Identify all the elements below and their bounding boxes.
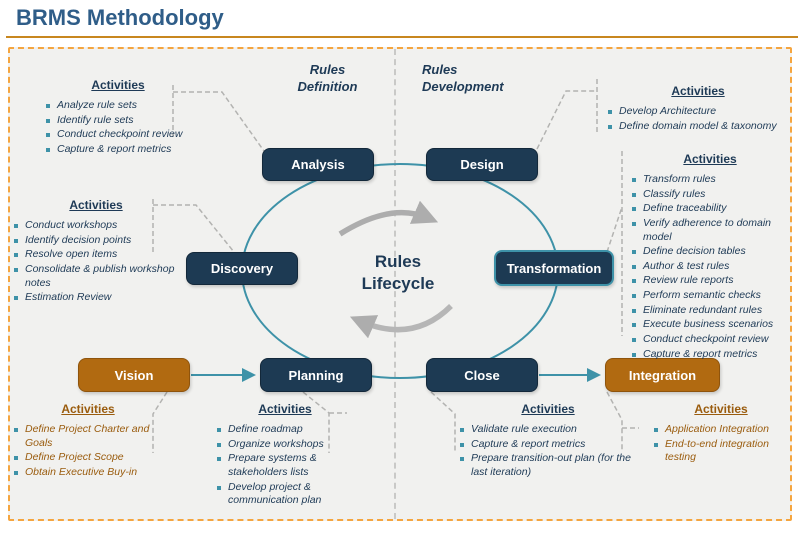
- phase-label: Discovery: [210, 261, 274, 276]
- activity-item: Define Project Scope: [12, 451, 164, 465]
- activities-header: Activities: [694, 402, 748, 416]
- activity-item: Verify adherence to domain model: [630, 217, 790, 244]
- activity-item: Conduct checkpoint review: [630, 333, 790, 347]
- label-rules-definition: Rules Definition: [297, 62, 358, 94]
- phase-label: Planning: [288, 367, 344, 383]
- activity-item: Define traceability: [630, 202, 790, 216]
- activity-item: Prepare systems & stakeholders lists: [215, 452, 355, 479]
- phase-box-integration: Integration: [605, 358, 720, 392]
- activities-header: Activities: [521, 402, 575, 416]
- activity-item: Prepare transition-out plan (for the las…: [458, 452, 638, 479]
- phase-label: Transformation: [506, 260, 602, 276]
- phase-box-close: Close: [426, 358, 538, 392]
- activity-item: Validate rule execution: [458, 423, 638, 437]
- activity-item: Identify decision points: [12, 234, 180, 248]
- phase-box-planning: Planning: [260, 358, 372, 392]
- title-underline: [6, 36, 798, 38]
- phase-label: Design: [460, 157, 504, 172]
- activity-item: Define roadmap: [215, 423, 355, 437]
- activity-item: Resolve open items: [12, 248, 180, 262]
- activity-item: Perform semantic checks: [630, 289, 790, 303]
- activities-header: Activities: [69, 198, 123, 212]
- activity-item: Application Integration: [652, 423, 790, 437]
- activity-item: Define Project Charter and Goals: [12, 423, 164, 450]
- activity-item: Conduct checkpoint review: [44, 128, 192, 142]
- activity-item: Define decision tables: [630, 245, 790, 259]
- activity-item: End-to-end integration testing: [652, 438, 790, 465]
- activity-item: Develop Architecture: [606, 105, 790, 119]
- activity-item: Analyze rule sets: [44, 99, 192, 113]
- activity-item: Classify rules: [630, 188, 790, 202]
- activities-header: Activities: [683, 152, 737, 166]
- activities-header: Activities: [671, 84, 725, 98]
- activity-item: Organize workshops: [215, 438, 355, 452]
- activity-item: Develop project & communication plan: [215, 481, 355, 508]
- activities-header: Activities: [258, 402, 312, 416]
- phase-box-vision: Vision: [78, 358, 190, 392]
- activity-item: Capture & report metrics: [630, 348, 790, 362]
- activity-item: Consolidate & publish workshop notes: [12, 263, 180, 290]
- activities-group-vision: Activities Define Project Charter and Go…: [12, 402, 164, 481]
- activity-item: Eliminate redundant rules: [630, 304, 790, 318]
- activity-item: Review rule reports: [630, 274, 790, 288]
- activity-item: Capture & report metrics: [458, 438, 638, 452]
- phase-box-design: Design: [426, 148, 538, 181]
- activities-header: Activities: [61, 402, 115, 416]
- activity-item: Identify rule sets: [44, 114, 192, 128]
- phase-label: Analysis: [291, 157, 345, 172]
- activity-item: Define domain model & taxonomy: [606, 120, 790, 134]
- activity-item: Author & test rules: [630, 260, 790, 274]
- page-title: BRMS Methodology: [16, 5, 224, 30]
- activities-header: Activities: [91, 78, 145, 92]
- activity-item: Capture & report metrics: [44, 143, 192, 157]
- phase-label: Integration: [628, 367, 697, 383]
- phase-box-discovery: Discovery: [186, 252, 298, 285]
- rules-lifecycle-label: Rules Lifecycle: [361, 252, 435, 294]
- activity-item: Transform rules: [630, 173, 790, 187]
- phase-label: Close: [464, 367, 500, 383]
- phase-box-analysis: Analysis: [262, 148, 374, 181]
- activity-item: Obtain Executive Buy-in: [12, 466, 164, 480]
- activity-item: Estimation Review: [12, 291, 180, 305]
- phase-box-transformation: Transformation: [494, 250, 614, 286]
- activity-item: Conduct workshops: [12, 219, 180, 233]
- phase-label: Vision: [114, 367, 154, 383]
- label-rules-development: Rules Development: [422, 62, 504, 94]
- activity-item: Execute business scenarios: [630, 318, 790, 332]
